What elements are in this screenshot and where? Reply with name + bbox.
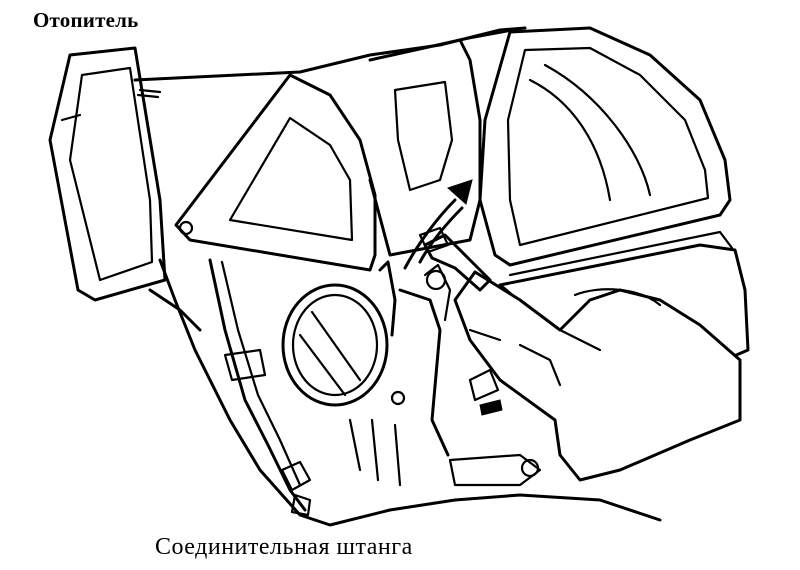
connecting-rod [208,258,312,517]
left-duct-outlet [48,46,167,302]
heater-label: Отопитель [33,8,139,32]
heater-housing [133,26,662,527]
right-blower-shell [478,26,732,267]
upper-frame [368,26,527,257]
connecting-rod-label: Соединительная штанга [155,534,413,560]
circular-damper [281,283,389,407]
lever-mechanism [348,260,542,487]
triangular-panel [174,73,377,272]
hand-with-tool [418,226,742,482]
movement-arrow [403,179,473,270]
